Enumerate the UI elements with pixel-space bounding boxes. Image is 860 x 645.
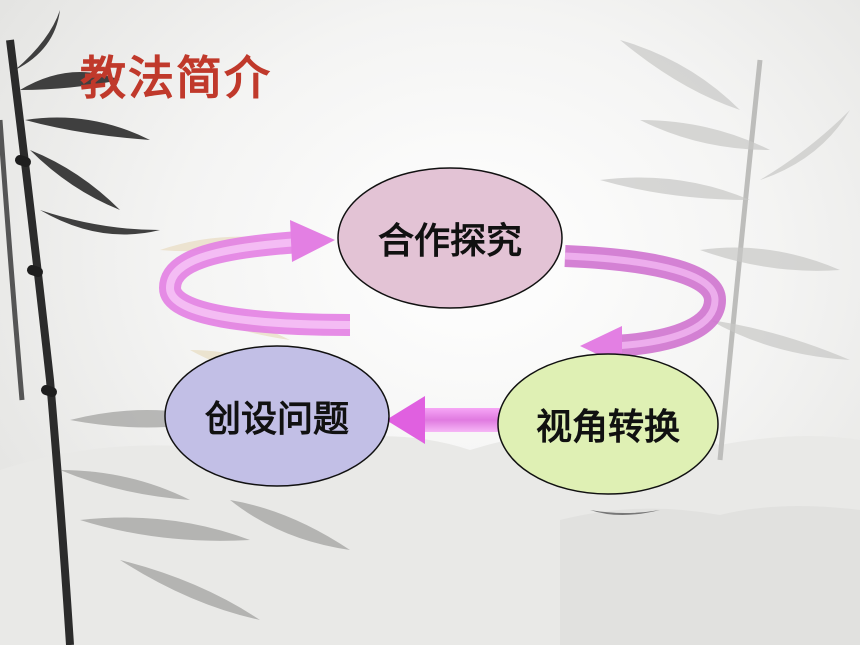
arrowhead-icon	[386, 396, 425, 444]
edge-cswt-to-hzt	[158, 220, 351, 336]
edge-hzt-to-sjzh	[564, 245, 727, 366]
node-label-cswt: 创设问题	[204, 399, 350, 440]
node-sjzh	[497, 353, 719, 495]
node-label-hzt: 合作探究	[377, 221, 523, 262]
node-cswt	[164, 345, 390, 487]
arrowhead-icon	[290, 220, 335, 262]
node-hzt	[337, 167, 563, 309]
node-label-sjzh: 视角转换	[535, 407, 681, 448]
edge-sjzh-to-cswt	[386, 396, 505, 444]
page-title: 教法简介	[80, 51, 272, 105]
